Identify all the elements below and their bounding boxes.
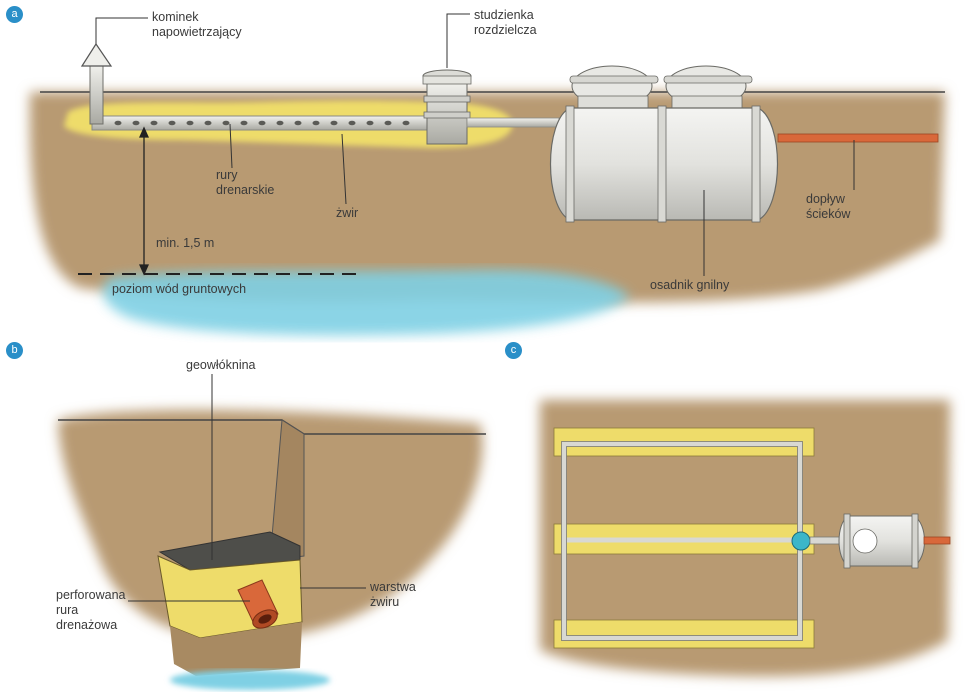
label-min-depth: min. 1,5 m <box>156 236 215 250</box>
vent-cap-icon <box>80 42 113 67</box>
soil-below <box>170 622 302 676</box>
drain-pipe-perforations <box>114 120 410 126</box>
panel-a-leader-lines <box>95 13 855 276</box>
perforated-pipe <box>237 579 279 629</box>
distribution-box-plan <box>791 531 811 551</box>
label-gravel-layer: warstwa żwiru <box>370 580 416 609</box>
label-septic-tank: osadnik gnilny <box>650 278 730 292</box>
distribution-box <box>422 69 472 145</box>
panel-a-badge: a <box>6 6 23 23</box>
geotextile-top <box>158 531 301 571</box>
label-vent: kominek napowietrzający <box>152 10 242 39</box>
connector-pipe <box>466 117 560 128</box>
label-gravel: żwir <box>336 206 359 220</box>
label-perforated-pipe: perforowana rura drenażowa <box>56 588 126 632</box>
groundwater <box>103 269 631 336</box>
trench-wall <box>269 419 305 561</box>
vent-stack <box>89 63 104 125</box>
inflow-pipe-plan <box>923 536 951 545</box>
panel-c-diagram <box>540 400 951 677</box>
septic-tank <box>550 65 778 223</box>
depth-arrow-icon <box>138 126 150 276</box>
water-puddle <box>170 670 330 690</box>
label-distribution-box: studzienka rozdzielcza <box>474 8 537 37</box>
panel-b-leader-lines <box>128 374 366 602</box>
panel-c-badge: c <box>505 342 522 359</box>
septic-tank-plan <box>838 513 925 569</box>
inflow-pipe <box>777 133 939 143</box>
panel-b-diagram <box>58 374 486 690</box>
panel-a-diagram <box>29 13 945 336</box>
label-geotextile: geowłóknina <box>186 358 256 372</box>
label-groundwater: poziom wód gruntowych <box>112 282 247 296</box>
label-inflow: dopływ ścieków <box>806 192 851 221</box>
label-drain-pipes: rury drenarskie <box>216 168 275 197</box>
gravel-trench-bottom <box>553 619 815 649</box>
panel-b-badge: b <box>6 342 23 359</box>
